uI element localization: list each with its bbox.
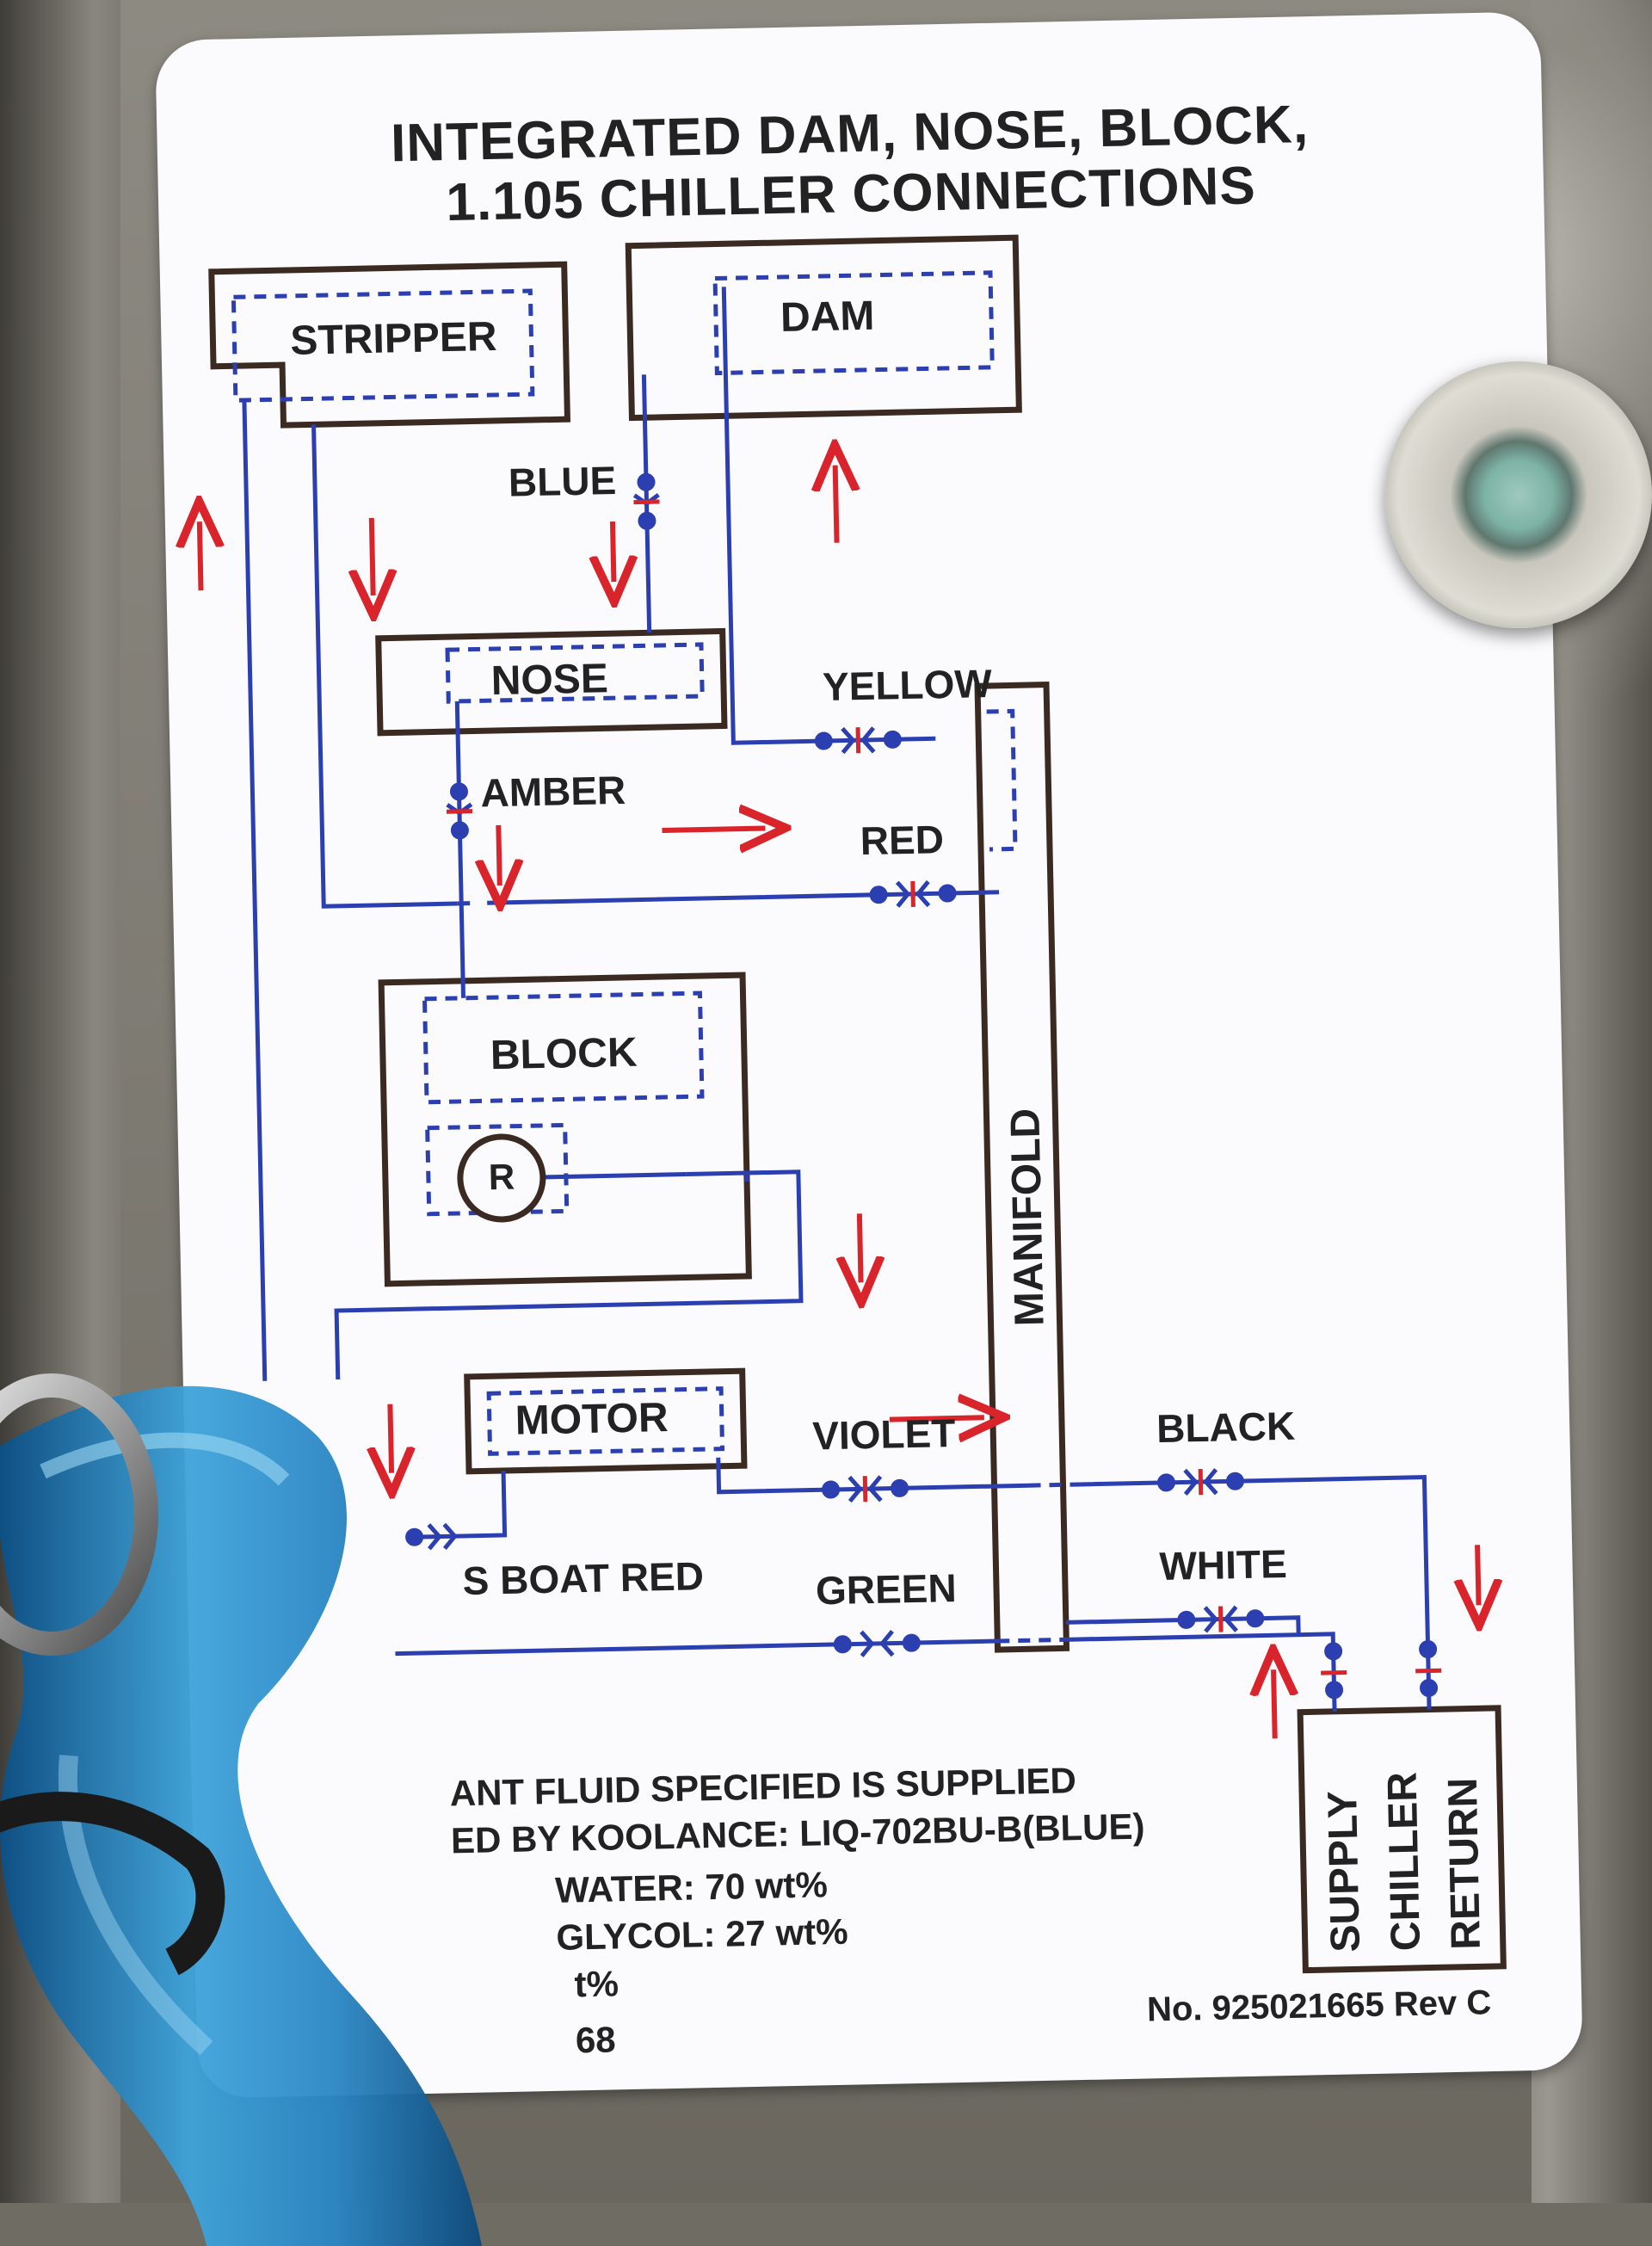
manifold-label: MANIFOLD bbox=[1002, 1108, 1053, 1326]
connection-violet-label: VIOLET bbox=[812, 1410, 956, 1459]
connection-green-label: GREEN bbox=[815, 1564, 957, 1614]
note-line-4: GLYCOL: 27 wt% bbox=[556, 1911, 848, 1959]
chiller-return-label: RETURN bbox=[1439, 1777, 1490, 1950]
note-line-6: 68 bbox=[575, 2019, 616, 2061]
connection-white-label: WHITE bbox=[1159, 1540, 1287, 1589]
nose-label: NOSE bbox=[490, 655, 608, 705]
flow-arrow bbox=[1273, 1669, 1275, 1738]
connection-yellow-label: YELLOW bbox=[822, 660, 992, 710]
connection-red-label: RED bbox=[860, 816, 944, 864]
note-line-5: t% bbox=[574, 1963, 619, 2005]
chiller-label: CHILLER bbox=[1379, 1772, 1430, 1952]
flow-arrow bbox=[498, 825, 499, 885]
chiller-supply-label: SUPPLY bbox=[1319, 1790, 1370, 1953]
part-number: No. 925021665 Rev C bbox=[1147, 1984, 1492, 2029]
coolant-hose bbox=[0, 1342, 551, 2246]
flow-arrow bbox=[1477, 1545, 1478, 1605]
dam-label: DAM bbox=[780, 293, 874, 342]
connection-black-label: BLACK bbox=[1156, 1403, 1296, 1452]
note-line-3: WATER: 70 wt% bbox=[555, 1864, 829, 1911]
flow-arrow bbox=[860, 1213, 861, 1282]
r-symbol-label: R bbox=[488, 1157, 515, 1199]
connection-blue-label: BLUE bbox=[508, 457, 616, 506]
block-label: BLOCK bbox=[490, 1029, 638, 1080]
connection-amber-label: AMBER bbox=[480, 767, 626, 817]
flow-arrow bbox=[200, 521, 201, 590]
flow-arrow bbox=[662, 828, 765, 830]
fitting-knob bbox=[1385, 361, 1652, 628]
flow-arrow bbox=[372, 518, 373, 595]
flow-arrow bbox=[835, 466, 837, 543]
stripper-label: STRIPPER bbox=[290, 313, 497, 365]
